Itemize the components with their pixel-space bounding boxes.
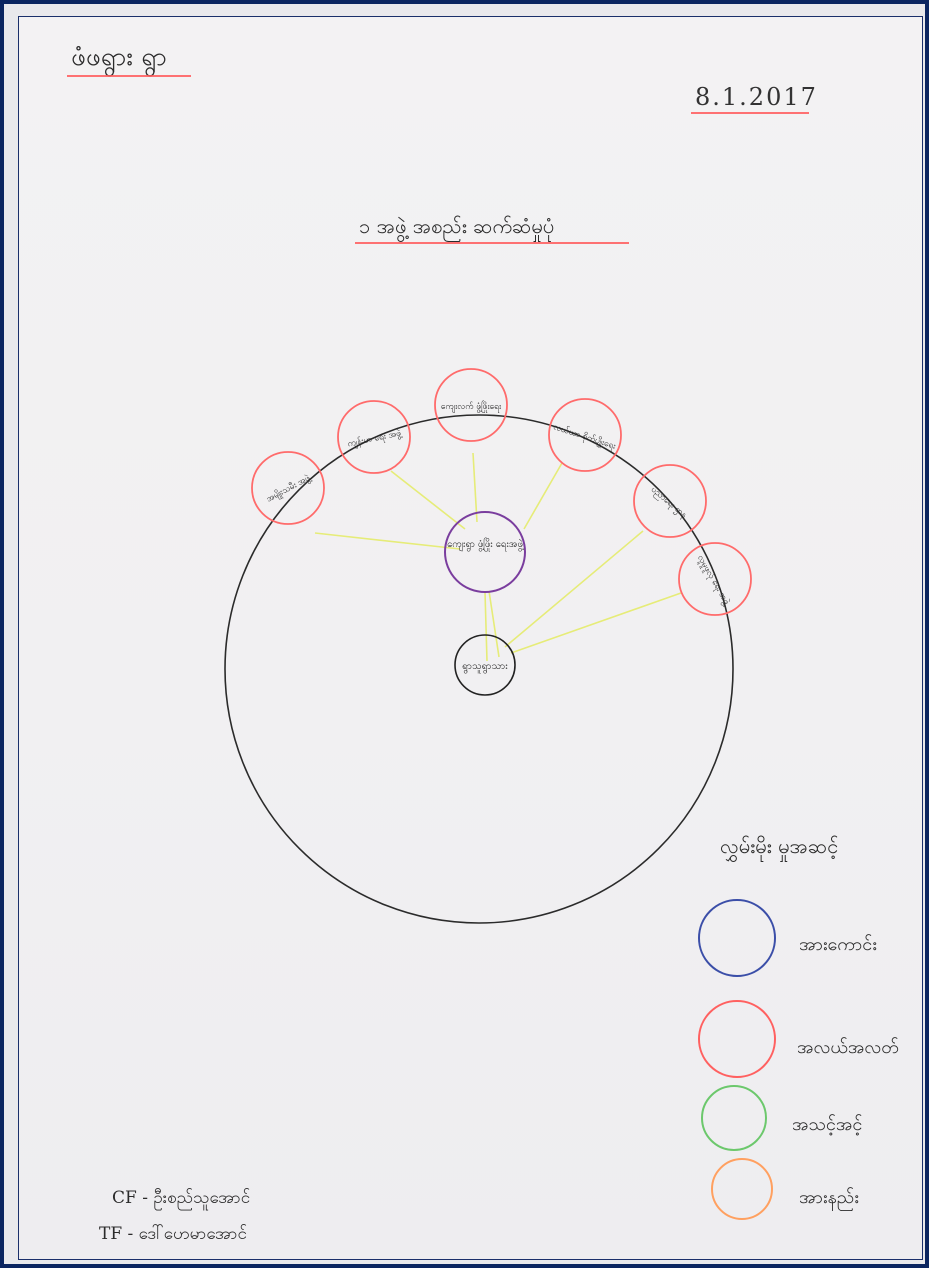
village-underline [67, 75, 191, 77]
link-line [390, 470, 466, 530]
legend-label-moderate: အသင့်အင့် [792, 1114, 863, 1135]
legend-swatch-weak [711, 1158, 773, 1220]
outer-node-2-label: ကျေးလက် ဖွံ့ဖြိုးရေး [441, 400, 502, 413]
legend-title: လွှမ်းမိုး မှုအဆင့် [720, 834, 839, 858]
outer-node-4: ပညာရေး ဌာန [633, 464, 707, 538]
community-boundary-circle [224, 414, 734, 924]
legend-swatch-strong [698, 899, 776, 977]
outer-node-1: ကျန်းမာ ရေး အဖွဲ့ [337, 400, 411, 474]
link-line [523, 462, 563, 530]
facilitator-cf: CF - ဦးစည်သူအောင် [112, 1188, 251, 1208]
outer-node-5-label: လူမှုဖူလုံ ရေး အဖွဲ့ [694, 553, 733, 608]
diagram-title: ၁ အဖွဲ့ အစည်း ဆက်ဆံမှုပုံ [359, 214, 555, 238]
link-line [472, 452, 478, 523]
legend-label-weak: အားနည်း [799, 1187, 859, 1208]
legend-label-medium: အလယ်အလတ် [797, 1037, 899, 1058]
link-line [488, 590, 500, 658]
outer-node-4-label: ပညာရေး ဌာန [648, 485, 689, 522]
link-lines [314, 452, 682, 662]
legend-label-strong: အားကောင်း [799, 934, 877, 955]
date-underline [691, 112, 809, 114]
link-line [504, 530, 644, 648]
outer-node-1-label: ကျန်းမာ ရေး အဖွဲ့ [347, 427, 404, 450]
date-label: 8.1.2017 [695, 83, 818, 111]
legend-swatch-medium [698, 1000, 776, 1078]
villagers-node-label: ရွာသူရွာသား [462, 661, 508, 674]
outer-node-0: အမျိုးသမီး အဖွဲ့ [251, 451, 325, 525]
link-line [510, 592, 682, 654]
link-line [314, 532, 461, 550]
paper-sheet: ဖံဖရွား ရွာ 8.1.2017 ၁ အဖွဲ့ အစည်း ဆက်ဆံ… [18, 16, 923, 1260]
outer-node-3: လယ်ယာ စိုက်ပျိုးရေး [548, 398, 622, 472]
central-org-node: ကျေးရွာ ဖွံ့ဖြိုး ရေးအဖွဲ့ [444, 511, 526, 593]
villagers-node: ရွာသူရွာသား [454, 634, 516, 696]
link-line [484, 591, 488, 662]
legend-swatches [698, 899, 776, 1220]
venn-diagram: ရွာသူရွာသား ကျေးရွာ ဖွံ့ဖြိုး ရေးအဖွဲ့ အ… [224, 368, 776, 1220]
title-underline [355, 242, 629, 244]
outer-node-2: ကျေးလက် ဖွံ့ဖြိုးရေး [434, 368, 508, 442]
outer-node-3-label: လယ်ယာ စိုက်ပျိုးရေး [552, 421, 618, 453]
central-org-label: ကျေးရွာ ဖွံ့ဖြိုး ရေးအဖွဲ့ [447, 538, 525, 551]
outer-node-5: လူမှုဖူလုံ ရေး အဖွဲ့ [678, 542, 752, 616]
legend-swatch-moderate [701, 1085, 767, 1151]
village-name: ဖံဖရွား ရွာ [71, 42, 167, 72]
facilitator-tf: TF - ဒေါ်ဟေမာအောင် [99, 1224, 247, 1244]
